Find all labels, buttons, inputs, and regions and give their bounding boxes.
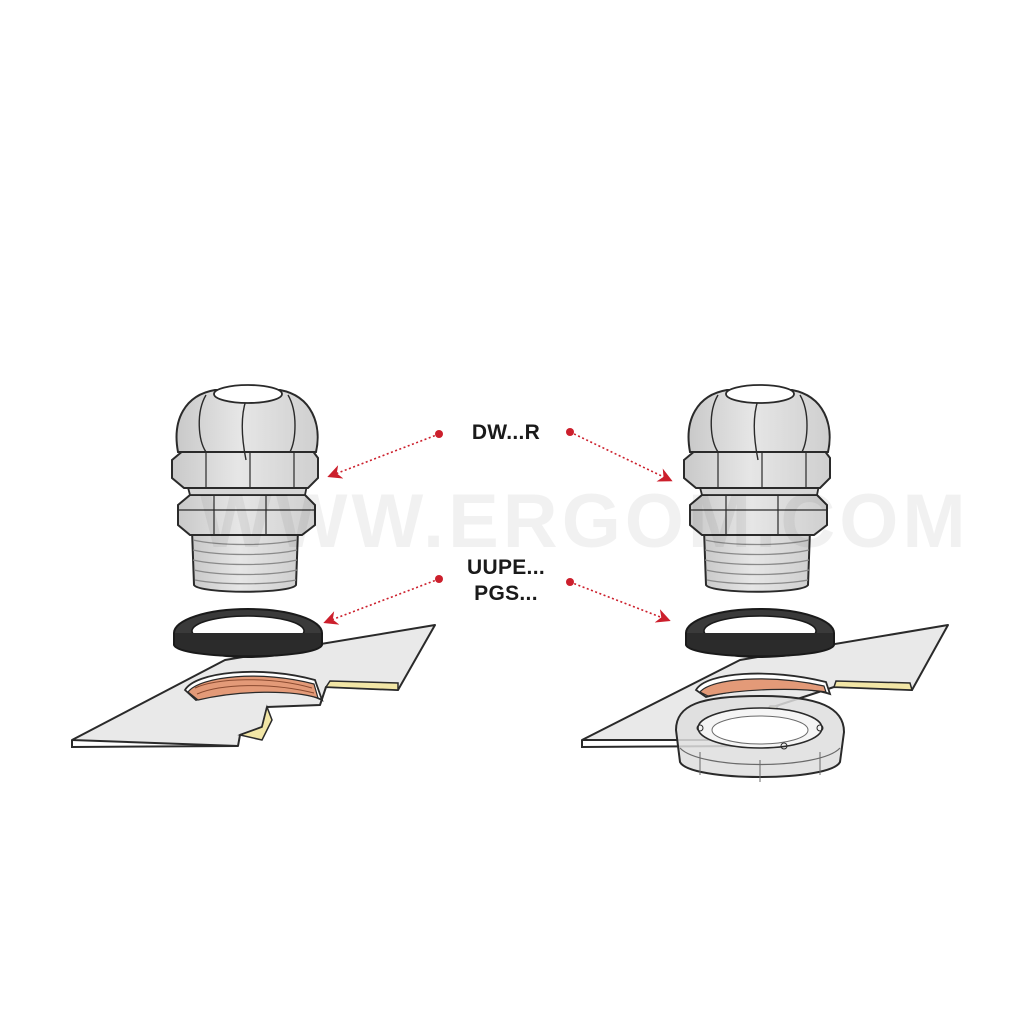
- arrow-uupe-left: [323, 575, 443, 625]
- right-assembly: [581, 384, 949, 782]
- arrow-dw-right: [566, 428, 673, 482]
- label-dw-r: DW...R: [471, 421, 541, 444]
- pointer-arrows: [323, 428, 673, 625]
- arrow-dw-left: [327, 430, 443, 479]
- label-pgs: PGS...: [474, 582, 538, 605]
- right-cable-gland: [683, 384, 831, 593]
- watermark-text: WWW.ERGOM.COM: [200, 479, 970, 564]
- left-cable-gland: [171, 384, 319, 593]
- arrow-uupe-right: [566, 578, 671, 623]
- label-uupe: UUPE...: [467, 556, 545, 579]
- left-assembly: [71, 384, 436, 749]
- right-sealing-gasket: [685, 608, 835, 658]
- right-lock-nut: [674, 694, 846, 782]
- left-mounting-plate: [71, 624, 436, 749]
- left-sealing-gasket: [173, 608, 323, 658]
